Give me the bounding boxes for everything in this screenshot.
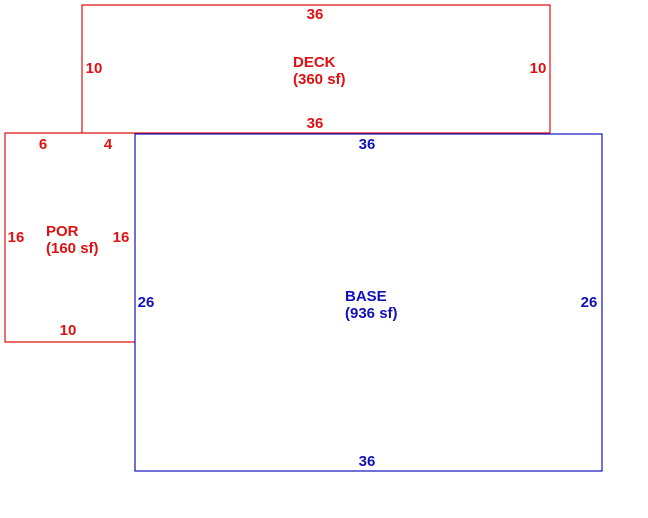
porch-outline	[4, 132, 135, 343]
base-outline	[134, 133, 603, 472]
porch-dim-top-left: 6	[39, 136, 47, 153]
deck-area-label: (360 sf)	[293, 71, 346, 88]
deck-dim-right: 10	[530, 60, 547, 77]
porch-area-label: (160 sf)	[46, 240, 99, 257]
base-dim-top: 36	[359, 136, 376, 153]
base-name-label: BASE	[345, 288, 387, 305]
deck-dim-left: 10	[86, 60, 103, 77]
deck-dim-bottom: 36	[307, 115, 324, 132]
porch-area: 6 4 16 16 10 POR (160 sf)	[4, 132, 135, 343]
porch-dim-left: 16	[8, 229, 25, 246]
porch-dim-right: 16	[113, 229, 130, 246]
deck-area: 36 36 10 10 DECK (360 sf)	[81, 4, 551, 134]
deck-outline	[81, 4, 551, 133]
base-dim-right: 26	[581, 294, 598, 311]
base-dim-bottom: 36	[359, 453, 376, 470]
deck-name-label: DECK	[293, 54, 336, 71]
base-dim-left: 26	[138, 294, 155, 311]
deck-dim-top: 36	[307, 6, 324, 23]
porch-dim-bottom: 10	[60, 322, 77, 339]
base-area: 36 36 26 26 BASE (936 sf)	[134, 133, 603, 472]
porch-name-label: POR	[46, 223, 79, 240]
base-area-label: (936 sf)	[345, 305, 398, 322]
porch-dim-top-right: 4	[104, 136, 113, 153]
